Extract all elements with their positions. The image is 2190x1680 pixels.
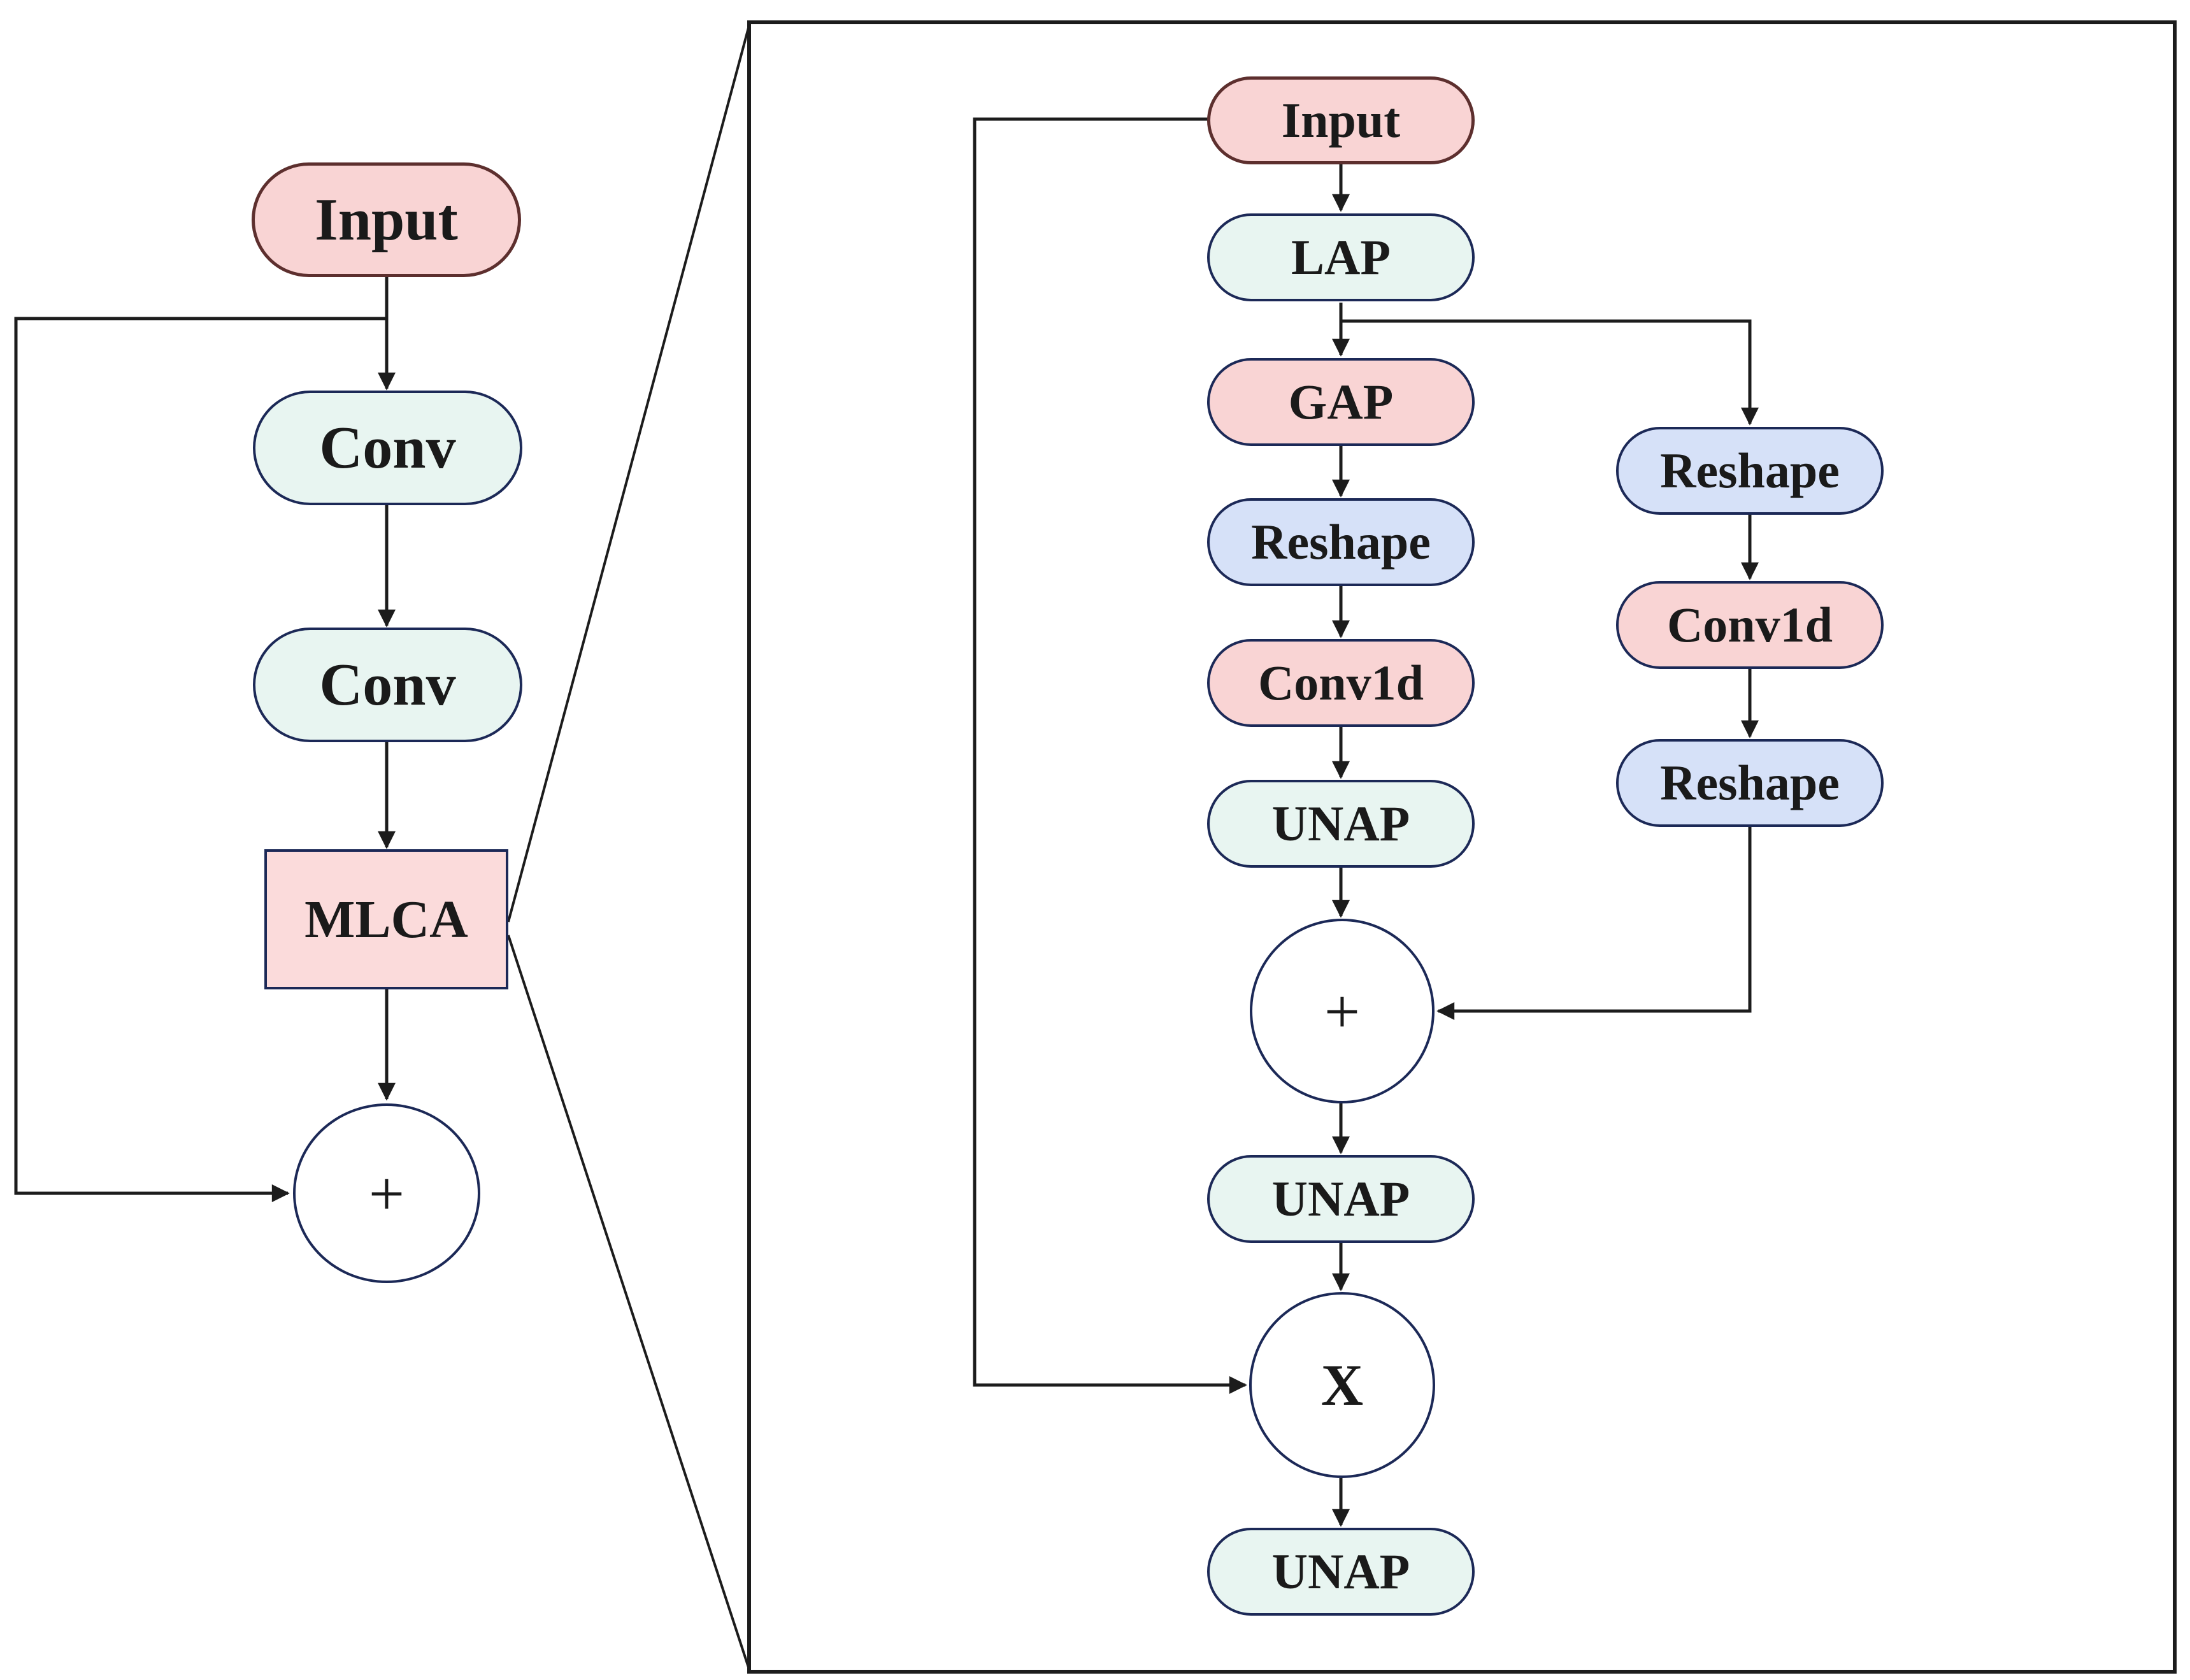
node-unap-2: UNAP: [1207, 1155, 1475, 1243]
zoom-guide-line-bottom: [507, 935, 750, 1670]
node-add-left: +: [293, 1103, 480, 1283]
node-conv-1: Conv: [253, 391, 522, 505]
node-branch-conv1d: Conv1d: [1616, 581, 1884, 669]
node-gap: GAP: [1207, 358, 1475, 446]
left-skip-connection: [14, 317, 387, 1202]
detail-box-frame: [747, 20, 2177, 1674]
node-lap: LAP: [1207, 213, 1475, 301]
node-branch-reshape-top: Reshape: [1616, 427, 1884, 515]
node-conv-2: Conv: [253, 628, 522, 742]
node-input-left: Input: [252, 162, 521, 277]
node-mlca: MLCA: [264, 849, 508, 989]
node-multiply: X: [1249, 1292, 1435, 1478]
node-unap-1: UNAP: [1207, 780, 1475, 868]
node-add-right: +: [1250, 919, 1435, 1103]
right-skip-connection: [973, 117, 1247, 1394]
node-input-right: Input: [1207, 76, 1475, 164]
node-conv1d-main: Conv1d: [1207, 639, 1475, 727]
zoom-guide-line-top: [507, 25, 750, 923]
branch-reshape-to-add: [1436, 827, 1752, 1020]
branch-lap-to-reshape: [1341, 319, 1759, 426]
node-reshape-main: Reshape: [1207, 498, 1475, 586]
node-unap-3: UNAP: [1207, 1528, 1475, 1616]
node-branch-reshape-bottom: Reshape: [1616, 739, 1884, 827]
